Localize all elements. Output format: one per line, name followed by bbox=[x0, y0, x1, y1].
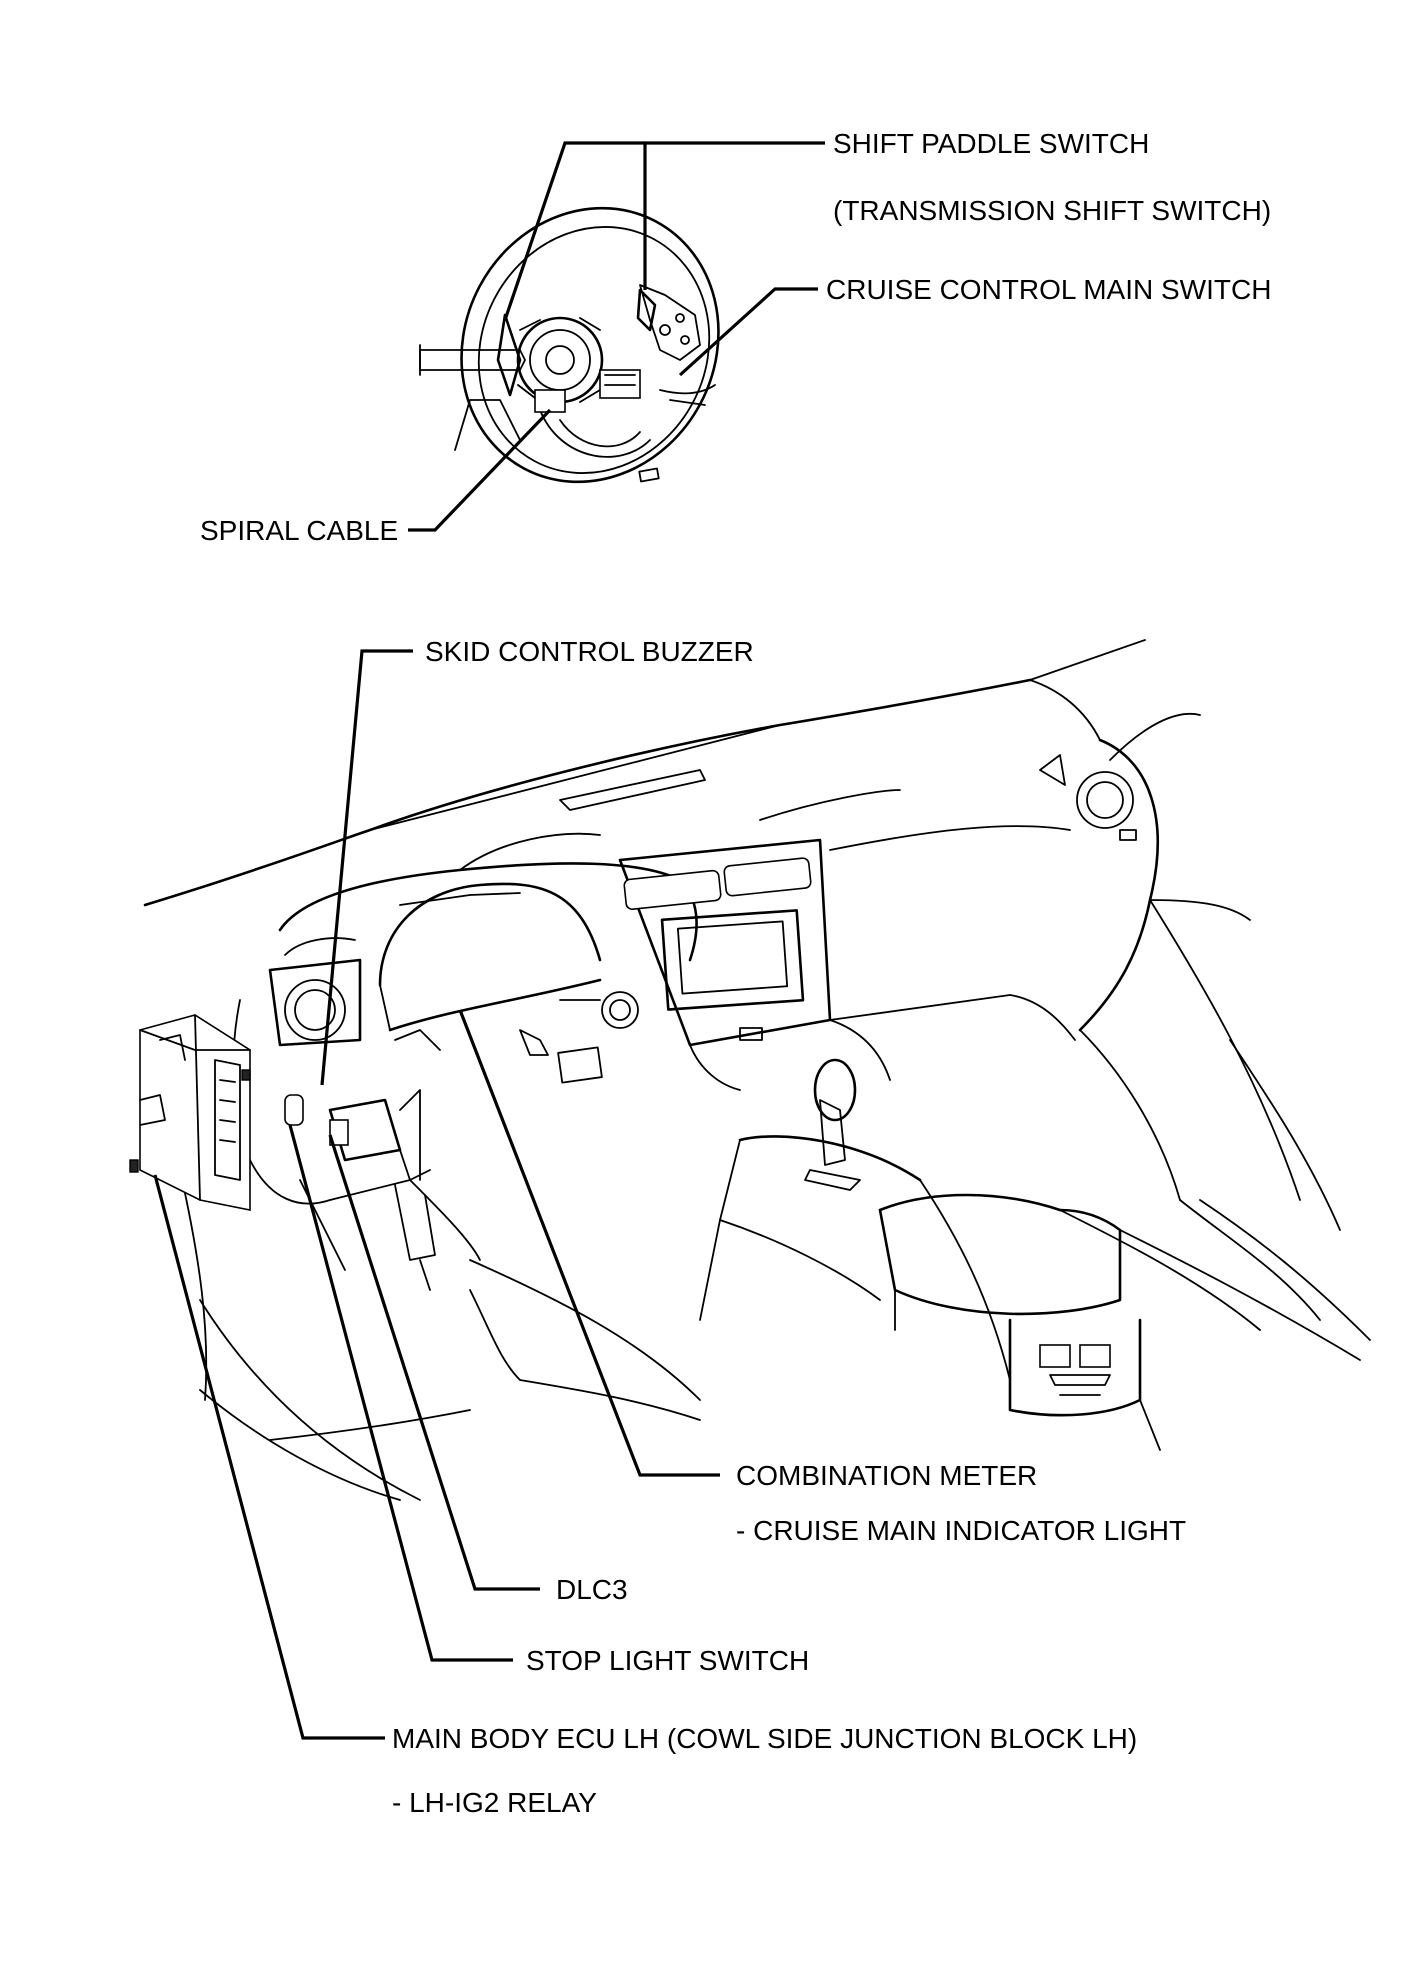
label-cruise-control-main-switch: CRUISE CONTROL MAIN SWITCH bbox=[826, 274, 1271, 305]
label-skid-control-buzzer: SKID CONTROL BUZZER bbox=[425, 636, 754, 667]
labels: SHIFT PADDLE SWITCH (TRANSMISSION SHIFT … bbox=[200, 128, 1271, 1818]
main-body-ecu-illustration bbox=[129, 1014, 251, 1211]
label-transmission-shift-switch: (TRANSMISSION SHIFT SWITCH) bbox=[833, 195, 1271, 226]
label-lh-ig2-relay: - LH-IG2 RELAY bbox=[392, 1787, 597, 1818]
label-stop-light-switch: STOP LIGHT SWITCH bbox=[526, 1645, 809, 1676]
label-main-body-ecu-lh: MAIN BODY ECU LH (COWL SIDE JUNCTION BLO… bbox=[392, 1723, 1137, 1754]
leader-lines bbox=[153, 141, 825, 1740]
label-combination-meter: COMBINATION METER bbox=[736, 1460, 1037, 1491]
label-shift-paddle-switch: SHIFT PADDLE SWITCH bbox=[833, 128, 1149, 159]
label-cruise-main-indicator-light: - CRUISE MAIN INDICATOR LIGHT bbox=[736, 1515, 1186, 1546]
steering-wheel-illustration bbox=[419, 206, 720, 484]
label-spiral-cable: SPIRAL CABLE bbox=[200, 515, 398, 546]
dashboard-illustration bbox=[129, 639, 1371, 1501]
label-dlc3: DLC3 bbox=[556, 1574, 628, 1605]
